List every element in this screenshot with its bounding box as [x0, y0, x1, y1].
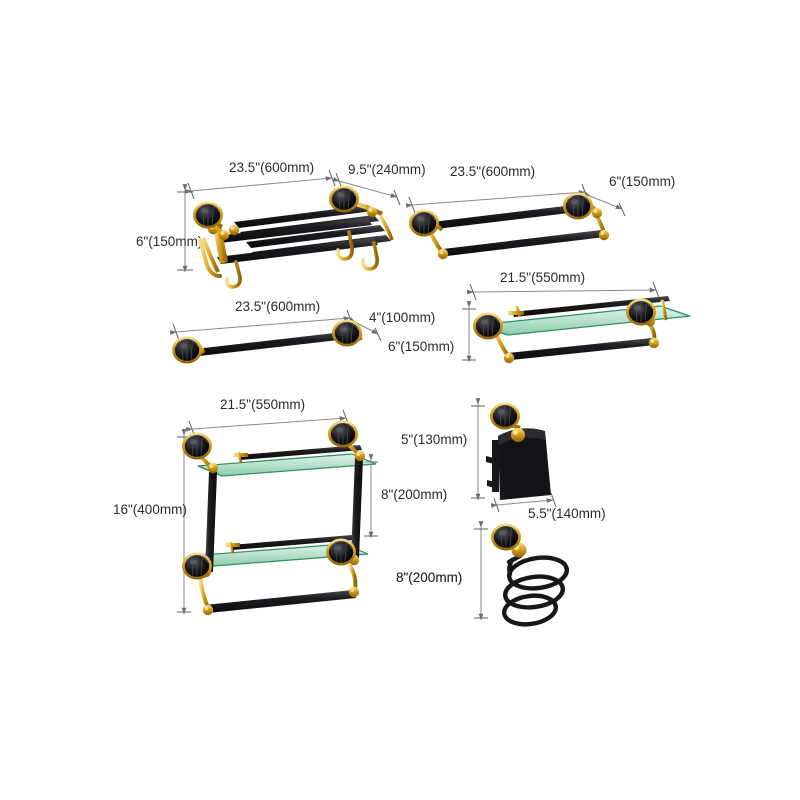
mounting-rosette	[408, 209, 440, 237]
dimension-dryer-holder-height: 8"(200mm)	[396, 521, 488, 621]
dimension-label: 23.5"(600mm)	[235, 299, 320, 314]
product-towel-rack-with-hooks: 23.5"(600mm) 9.5"(240mm) 6"(150mm)	[136, 160, 426, 289]
dimension-label: 5"(130mm)	[401, 432, 467, 447]
mounting-rosette	[489, 402, 521, 430]
product-double-glass-shelf: 21.5"(550mm) 16"(400mm) 8"(200mm) 8"(200…	[113, 397, 462, 616]
dimension-label: 8"(200mm)	[381, 487, 447, 502]
dimension-label: 6"(150mm)	[609, 174, 675, 189]
dimension-towel-rack-width: 23.5"(600mm)	[184, 160, 336, 200]
mounting-rosette	[181, 432, 213, 460]
product-double-towel-bar: 23.5"(600mm) 6"(150mm)	[405, 164, 675, 260]
dimension-label: 21.5"(550mm)	[220, 397, 305, 412]
double-glass-shelf-body	[181, 420, 377, 616]
mounting-rosette	[171, 336, 203, 364]
towel-rack-body	[192, 185, 394, 289]
dimension-glass-shelf-width: 21.5"(550mm)	[467, 270, 660, 301]
double-towel-bar-body	[408, 192, 610, 260]
mounting-rosette	[192, 201, 224, 229]
dimension-glass-shelf-height	[462, 301, 476, 363]
single-towel-bar-body	[171, 319, 363, 364]
product-toilet-paper-holder: 5"(130mm) 5.5"(140mm)	[401, 398, 606, 521]
dimension-towel-rack-height: 6"(150mm)	[136, 184, 202, 273]
dimension-double-shelf-total-height: 16"(400mm)	[113, 429, 191, 615]
dimension-label: 5.5"(140mm)	[528, 506, 606, 521]
dimension-paper-holder-height: 5"(130mm)	[401, 398, 485, 501]
dimension-label: 23.5"(600mm)	[229, 160, 314, 175]
dimension-double-shelf-gap: 8"(200mm)	[364, 454, 447, 539]
hair-dryer-holder-body	[490, 523, 569, 627]
dimension-label: 8"(200mm)	[396, 570, 462, 585]
mounting-rosette	[331, 319, 363, 347]
mounting-rosette	[328, 185, 360, 213]
mounting-rosette	[490, 523, 522, 551]
mounting-rosette	[562, 192, 594, 220]
glass-shelf-with-bar-body	[472, 296, 691, 364]
mounting-rosette	[181, 552, 213, 580]
dimension-double-bar-depth: 6"(150mm)	[583, 174, 675, 217]
dimension-label: 8"(200mm)	[396, 570, 462, 585]
dimension-double-shelf-bar-drop: 8"(200mm)	[396, 570, 462, 585]
product-glass-shelf-with-bar: 21.5"(550mm)	[462, 270, 691, 364]
dimension-label: 16"(400mm)	[113, 502, 187, 517]
dimension-single-bar-height: 6"(150mm)	[388, 339, 454, 354]
product-single-towel-bar: 23.5"(600mm) 4"(100mm) 6"(150mm)	[169, 299, 454, 364]
mounting-rosette	[472, 312, 504, 340]
mounting-rosette	[327, 420, 359, 448]
dimension-paper-holder-width: 5.5"(140mm)	[490, 492, 606, 521]
dimension-towel-rack-depth: 9.5"(240mm)	[332, 162, 426, 206]
mounting-rosette	[625, 298, 657, 326]
dimension-label: 6"(150mm)	[136, 234, 202, 249]
dimension-single-bar-depth: 4"(100mm)	[348, 310, 435, 342]
toilet-paper-holder-body	[486, 402, 551, 500]
dimension-double-shelf-width: 21.5"(550mm)	[185, 397, 350, 438]
dimension-label: 21.5"(550mm)	[500, 270, 585, 285]
dimension-label: 4"(100mm)	[369, 310, 435, 325]
dimension-label: 23.5"(600mm)	[450, 164, 535, 179]
dimension-label: 6"(150mm)	[388, 339, 454, 354]
dimension-label: 9.5"(240mm)	[348, 162, 426, 177]
product-hair-dryer-holder: 8"(200mm)	[396, 521, 569, 627]
mounting-rosette	[325, 538, 357, 566]
